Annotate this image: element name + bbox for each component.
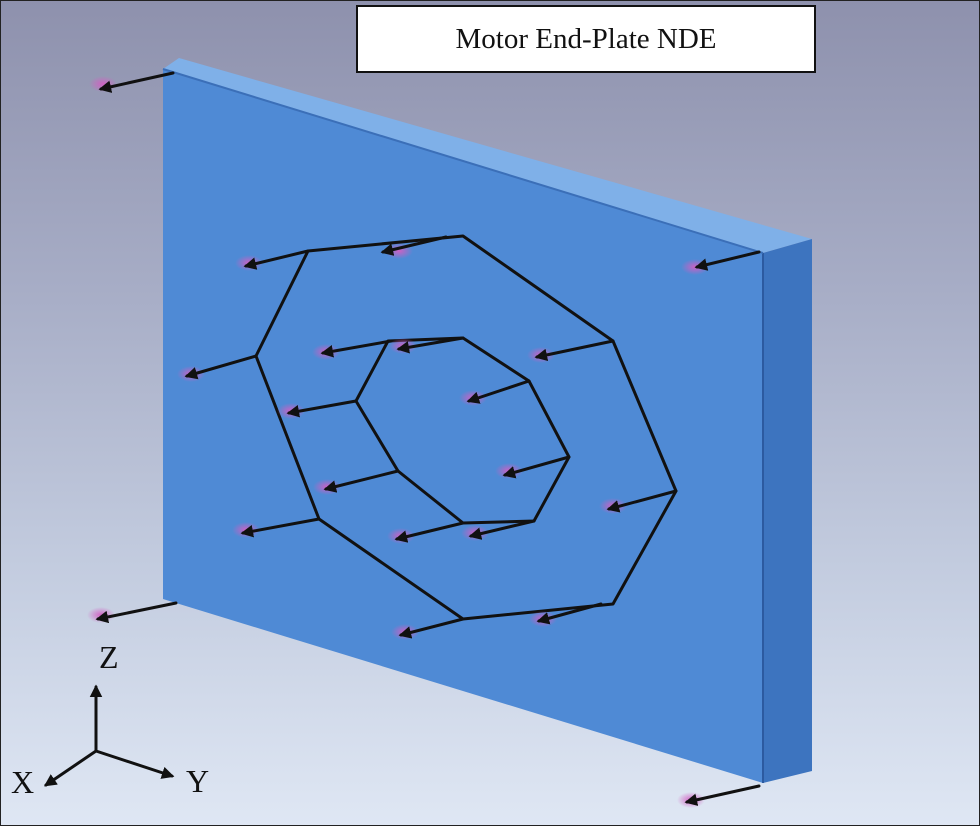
force-arrow — [286, 399, 358, 418]
force-arrow — [534, 339, 615, 362]
force-arrow — [398, 617, 465, 639]
plate-edge-line-top — [162, 68, 764, 254]
plate-side-face — [763, 239, 812, 783]
x-axis-arrow — [43, 749, 98, 787]
title-box: Motor End-Plate NDE — [356, 5, 816, 73]
force-arrow — [466, 379, 531, 404]
diagram-title: Motor End-Plate NDE — [455, 22, 717, 55]
load-dot — [459, 390, 487, 406]
force-arrow — [396, 336, 465, 354]
plate-top-edge — [163, 58, 812, 253]
force-arrow — [184, 354, 258, 380]
force-arrow — [320, 339, 393, 358]
x-axis-label: X — [11, 764, 35, 800]
force-arrow — [468, 519, 536, 540]
z-axis-label: Z — [99, 639, 119, 675]
force-arrow — [684, 784, 761, 806]
force-arrow — [394, 521, 465, 543]
y-axis-label: Y — [186, 763, 210, 799]
force-arrow — [95, 601, 178, 624]
force-arrow — [323, 469, 400, 493]
force-arrow — [606, 489, 678, 513]
force-arrow — [502, 455, 571, 479]
force-arrow — [240, 517, 321, 538]
load-dot — [681, 259, 709, 275]
plate-front-face — [163, 69, 763, 783]
force-arrow — [694, 250, 761, 271]
force-arrow — [98, 71, 175, 93]
axis-triad — [43, 684, 175, 787]
outer-octagon-outline — [254, 234, 678, 621]
force-arrows — [95, 71, 761, 806]
force-arrow — [243, 249, 310, 270]
force-arrow — [536, 602, 603, 625]
force-arrow — [380, 235, 448, 256]
y-axis-arrow — [94, 749, 175, 779]
